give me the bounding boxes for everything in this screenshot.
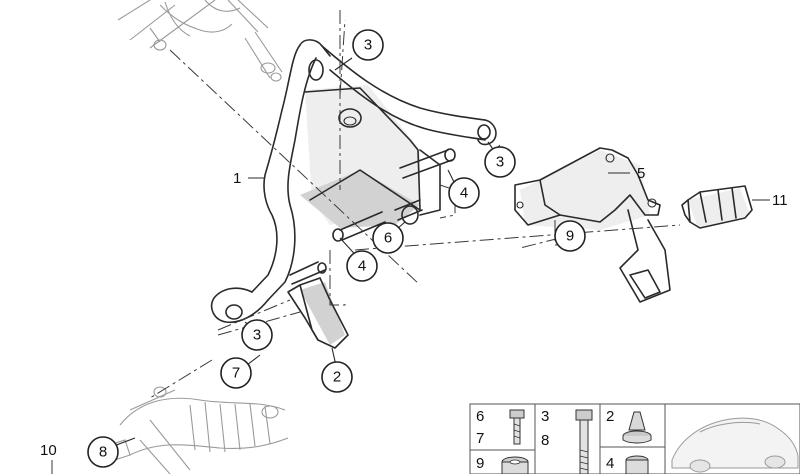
svg-text:3: 3	[253, 327, 261, 344]
callout-3-lower[interactable]: 3	[241, 319, 273, 351]
svg-text:7: 7	[232, 365, 240, 382]
nut-icon	[501, 456, 529, 474]
svg-text:2: 2	[333, 369, 341, 386]
callout-8[interactable]: 8	[87, 436, 119, 468]
car-icon	[671, 417, 799, 473]
callout-4-upper[interactable]: 4	[448, 177, 480, 209]
sensor-part-11	[681, 185, 753, 229]
bolt-icon	[509, 409, 525, 445]
pedal-bracket-part-1	[210, 39, 497, 324]
svg-text:3: 3	[364, 37, 372, 54]
legend-3: 3	[541, 408, 549, 425]
bracket-part-2	[287, 277, 349, 349]
legend-9: 9	[476, 455, 484, 472]
svg-text:3: 3	[496, 154, 504, 171]
label-5[interactable]: 5	[637, 165, 645, 182]
bracket-part-5	[514, 147, 671, 303]
legend-8: 8	[541, 432, 549, 449]
legend-4: 4	[606, 455, 614, 472]
callout-3-right[interactable]: 3	[484, 146, 516, 178]
ghost-slave-cylinder	[99, 386, 289, 474]
callout-7[interactable]: 7	[220, 357, 252, 389]
cap-nut-icon	[625, 455, 649, 474]
legend-2: 2	[606, 408, 614, 425]
legend-7: 7	[476, 430, 484, 447]
svg-text:9: 9	[566, 228, 574, 245]
callout-3-top[interactable]: 3	[352, 29, 384, 61]
leader-lines	[102, 57, 770, 451]
callout-4-lower[interactable]: 4	[346, 250, 378, 282]
callout-6[interactable]: 6	[372, 222, 404, 254]
callout-2[interactable]: 2	[321, 361, 353, 393]
legend-6: 6	[476, 408, 484, 425]
long-bolt-icon	[575, 409, 593, 474]
svg-text:4: 4	[358, 258, 366, 275]
svg-text:6: 6	[384, 230, 392, 247]
label-1[interactable]: 1	[233, 170, 241, 187]
parts-legend: 6 7 9 3 8 2 4	[469, 403, 800, 474]
grommet-icon	[622, 411, 652, 444]
label-11[interactable]: 11	[772, 192, 788, 209]
svg-text:8: 8	[99, 444, 107, 461]
svg-text:4: 4	[460, 185, 468, 202]
ghost-master-cylinder	[117, 0, 283, 82]
callout-9[interactable]: 9	[554, 220, 586, 252]
label-10[interactable]: 10	[40, 442, 57, 459]
